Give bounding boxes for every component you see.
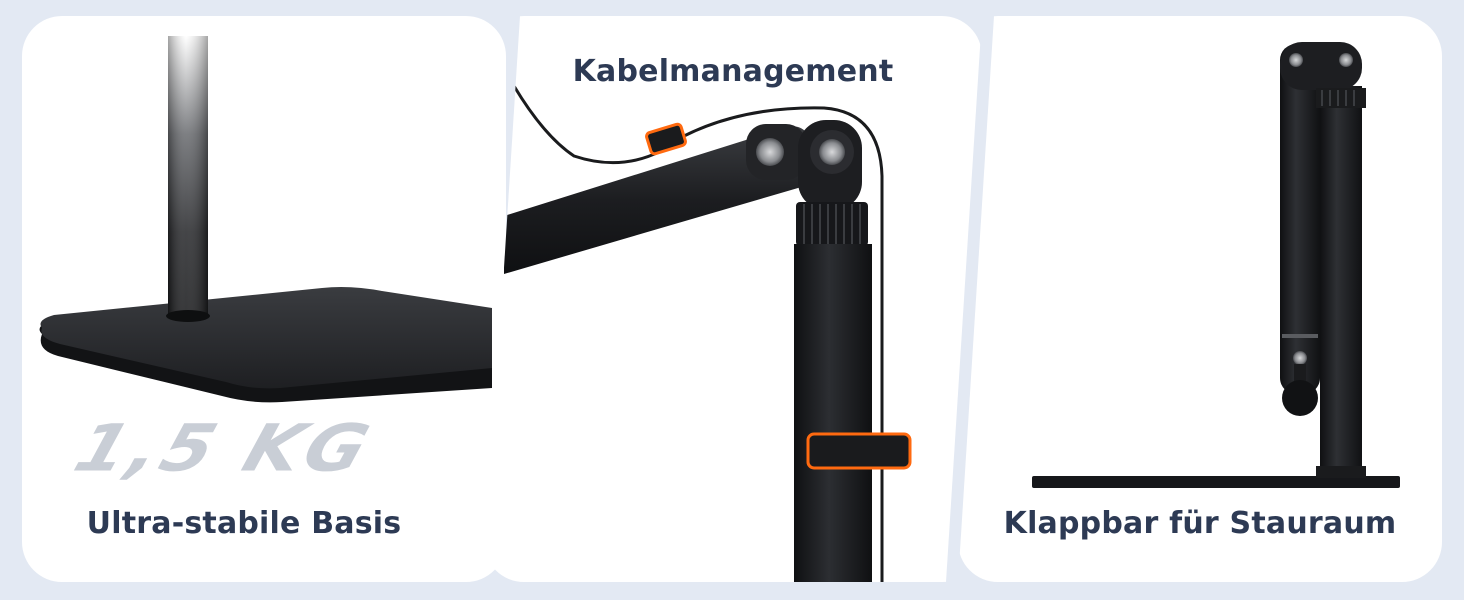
folded-stand-illustration xyxy=(1032,42,1400,488)
panel-cable-management: Kabelmanagement xyxy=(484,16,982,582)
panel-foldable: Klappbar für Stauraum xyxy=(958,16,1442,582)
panel-stable-base: 1,5 KG Ultra-stabile Basis xyxy=(22,16,506,582)
stand-base-illustration xyxy=(39,36,493,403)
caption-cable-management: Kabelmanagement xyxy=(572,54,894,89)
weight-label: 1,5 KG xyxy=(65,410,382,486)
cable-arm-illustration xyxy=(484,16,982,582)
caption-foldable: Klappbar für Stauraum xyxy=(1003,506,1397,541)
caption-stable-base: Ultra-stabile Basis xyxy=(86,506,402,541)
